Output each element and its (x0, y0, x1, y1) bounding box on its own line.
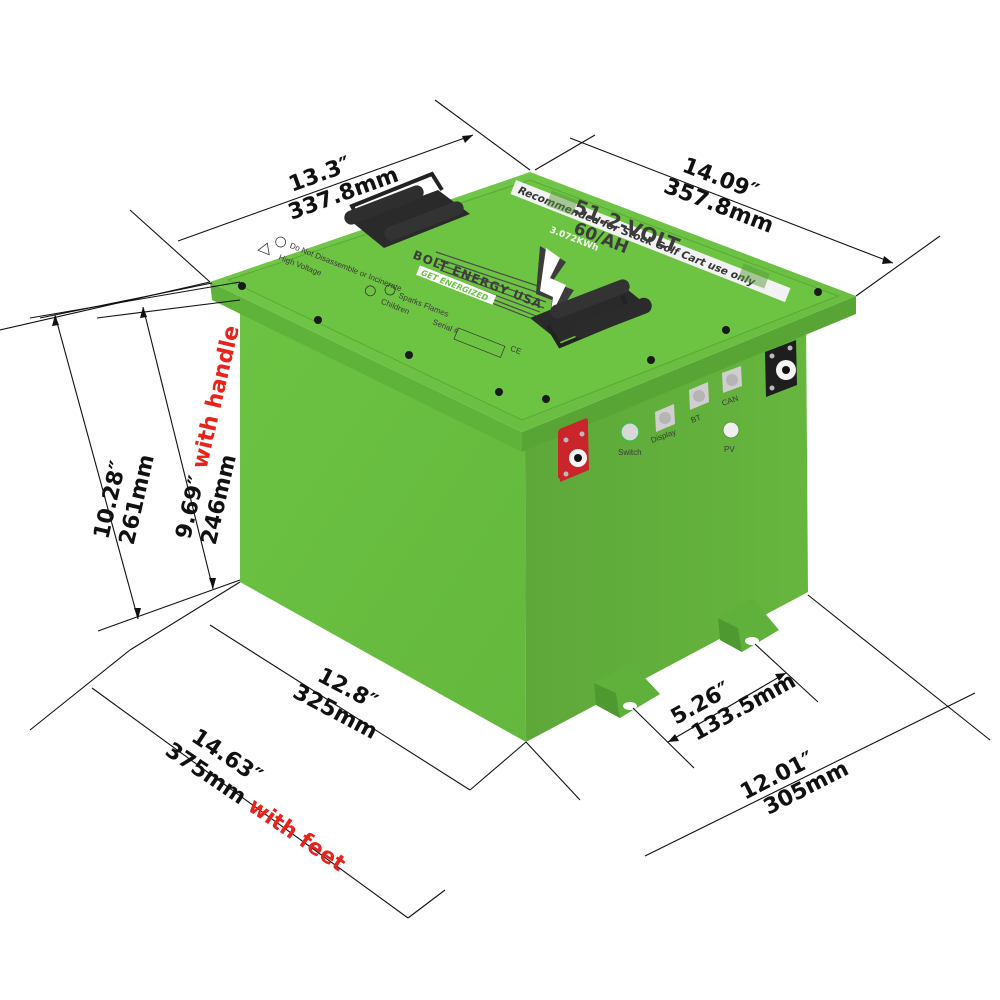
svg-text:375mmwith feet: 375mmwith feet (160, 738, 350, 877)
handle-back (344, 171, 470, 248)
ce-mark: CE (509, 344, 523, 356)
dim-top-depth: 14.09″ 357.8mm (660, 153, 777, 238)
battery-right-face (525, 318, 808, 742)
switch-button[interactable]: Switch (618, 422, 642, 457)
lightning-bolt-icon (540, 248, 566, 318)
qr-code-icon (738, 263, 770, 289)
handle-front (530, 279, 652, 349)
no-children-icon (364, 285, 376, 297)
dim-note: with handle (188, 323, 245, 471)
no-flame-icon (384, 284, 396, 296)
dim-height-handle: 10.28″ 261mm (89, 452, 159, 547)
lid-screws (238, 282, 822, 403)
mounting-foot-back (718, 598, 779, 652)
terminal-positive[interactable] (558, 417, 589, 482)
serial-box (453, 327, 506, 358)
warning-triangle-icon (257, 242, 270, 256)
pv-port[interactable]: PV (722, 421, 740, 454)
dim-feet-spacing: 5.26″ 133.5mm (667, 669, 800, 747)
no-disassemble-icon (275, 236, 287, 248)
switch-label: Switch (618, 448, 642, 457)
bt-label: BT (690, 413, 703, 425)
pv-label: PV (724, 445, 735, 454)
bt-port[interactable]: BT (689, 382, 709, 425)
dimension-lines (0, 99, 991, 919)
dim-note: with feet (243, 794, 350, 877)
terminal-negative[interactable] (765, 340, 797, 397)
dim-with-feet: 14.63″ 375mmwith feet (160, 724, 350, 877)
dim-bottom-depth: 12.01″ 305mm (736, 747, 852, 820)
qr-code-icon (546, 190, 578, 216)
